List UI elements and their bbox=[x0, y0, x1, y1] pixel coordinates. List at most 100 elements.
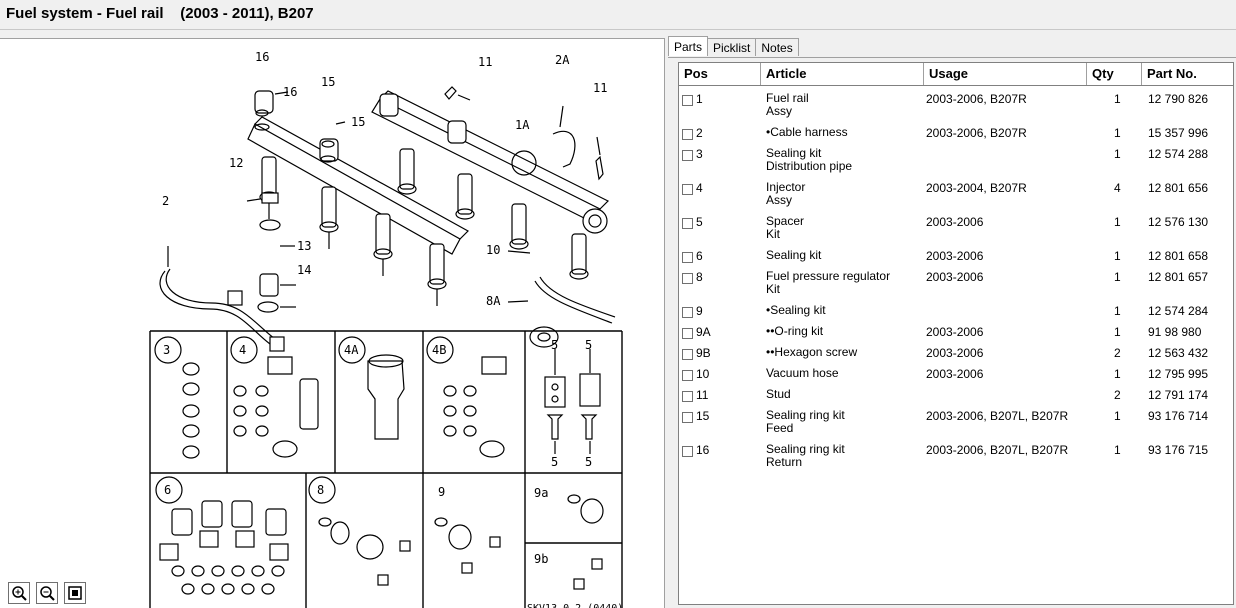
cell-part-no: 93 176 715 bbox=[1148, 443, 1209, 457]
column-pos[interactable]: Pos bbox=[679, 63, 761, 85]
cell-qty: 1 bbox=[1114, 443, 1121, 457]
callout-1a: 1A bbox=[515, 118, 530, 132]
article-line1: Sealing kit bbox=[766, 248, 822, 262]
row-checkbox[interactable] bbox=[682, 184, 693, 195]
cell-article: •Cable harness bbox=[766, 126, 848, 139]
row-checkbox[interactable] bbox=[682, 307, 693, 318]
row-checkbox[interactable] bbox=[682, 252, 693, 263]
column-qty[interactable]: Qty bbox=[1087, 63, 1142, 85]
cell-article: •Sealing kit bbox=[766, 304, 826, 317]
tab-parts[interactable]: Parts bbox=[668, 36, 709, 56]
cell-part-no: 12 563 432 bbox=[1148, 346, 1209, 360]
cell-usage: 2003-2006 bbox=[926, 215, 984, 229]
callout-15b: 15 bbox=[351, 115, 365, 129]
title-bar: Fuel system - Fuel rail (2003 - 2011), B… bbox=[0, 0, 1236, 30]
panel-label-4a: 4A bbox=[344, 343, 359, 357]
column-article[interactable]: Article bbox=[761, 63, 924, 85]
row-checkbox[interactable] bbox=[682, 370, 693, 381]
cell-qty: 1 bbox=[1114, 409, 1121, 423]
cell-part-no: 12 801 657 bbox=[1148, 270, 1209, 284]
zoom-out-icon bbox=[40, 586, 55, 601]
article-line1: Sealing kit bbox=[766, 146, 822, 160]
callout-11a: 11 bbox=[478, 55, 492, 69]
article-line2: Kit bbox=[766, 227, 781, 241]
cell-qty: 1 bbox=[1114, 367, 1121, 381]
diagram-pane[interactable]: 16 16 15 15 11 2A 11 1A 12 2 13 14 10 8A… bbox=[0, 38, 665, 608]
row-checkbox[interactable] bbox=[682, 129, 693, 140]
cell-qty: 2 bbox=[1114, 346, 1121, 360]
article-line2: Assy bbox=[766, 193, 793, 207]
row-checkbox[interactable] bbox=[682, 391, 693, 402]
panel-label-9a: 9a bbox=[534, 486, 548, 500]
panel-label-3: 3 bbox=[163, 343, 170, 357]
cell-article: ••O-ring kit bbox=[766, 325, 823, 338]
cell-pos: 5 bbox=[696, 215, 703, 229]
row-checkbox[interactable] bbox=[682, 150, 693, 161]
cell-usage: 2003-2004, B207R bbox=[926, 181, 1027, 195]
parts-table[interactable]: Pos Article Usage Qty Part No. 1 Fuel rai… bbox=[678, 62, 1234, 605]
article-line1: Fuel pressure regulator bbox=[766, 269, 891, 283]
cell-pos: 1 bbox=[696, 92, 703, 106]
cell-pos: 2 bbox=[696, 126, 703, 140]
article-line1: Sealing ring kit bbox=[766, 442, 845, 456]
panel-label-5b: 5 bbox=[585, 338, 592, 352]
row-checkbox[interactable] bbox=[682, 328, 693, 339]
callout-15a: 15 bbox=[321, 75, 335, 89]
cell-usage: 2003-2006 bbox=[926, 270, 984, 284]
cell-qty: 1 bbox=[1114, 325, 1121, 339]
row-checkbox[interactable] bbox=[682, 273, 693, 284]
cell-qty: 1 bbox=[1114, 270, 1121, 284]
cell-usage: 2003-2006, B207R bbox=[926, 126, 1027, 140]
tab-picklist[interactable]: Picklist bbox=[707, 38, 757, 56]
panel-label-9: 9 bbox=[438, 485, 445, 499]
cell-part-no: 12 574 288 bbox=[1148, 147, 1209, 161]
article-line1: ••Hexagon screw bbox=[766, 345, 858, 359]
zoom-out-button[interactable] bbox=[36, 582, 58, 604]
article-line1: ••O-ring kit bbox=[766, 324, 824, 338]
cell-part-no: 12 801 656 bbox=[1148, 181, 1209, 195]
article-line1: Fuel rail bbox=[766, 91, 809, 105]
article-line1: Injector bbox=[766, 180, 806, 194]
column-part-no[interactable]: Part No. bbox=[1147, 66, 1197, 81]
cell-pos: 9B bbox=[696, 346, 711, 360]
article-line2: Distribution pipe bbox=[766, 159, 853, 173]
panel-label-6: 6 bbox=[164, 483, 171, 497]
panel-label-9b: 9b bbox=[534, 552, 548, 566]
row-checkbox[interactable] bbox=[682, 412, 693, 423]
callout-16b: 16 bbox=[283, 85, 297, 99]
row-checkbox[interactable] bbox=[682, 446, 693, 457]
exploded-diagram: 16 16 15 15 11 2A 11 1A 12 2 13 14 10 8A… bbox=[149, 50, 623, 608]
callout-10: 10 bbox=[486, 243, 500, 257]
panel-label-4b: 4B bbox=[432, 343, 446, 357]
article-line1: •Sealing kit bbox=[766, 303, 826, 317]
column-usage[interactable]: Usage bbox=[924, 63, 1087, 85]
cell-pos: 6 bbox=[696, 249, 703, 263]
fit-button[interactable] bbox=[64, 582, 86, 604]
tab-notes[interactable]: Notes bbox=[755, 38, 799, 56]
cell-qty: 1 bbox=[1114, 304, 1121, 318]
row-checkbox[interactable] bbox=[682, 95, 693, 106]
row-checkbox[interactable] bbox=[682, 218, 693, 229]
cell-part-no: 93 176 714 bbox=[1148, 409, 1209, 423]
cell-qty: 1 bbox=[1114, 147, 1121, 161]
parts-pane: Pos Article Usage Qty Part No. 1 Fuel rai… bbox=[668, 57, 1236, 608]
callout-11b: 11 bbox=[593, 81, 607, 95]
cell-qty: 1 bbox=[1114, 249, 1121, 263]
row-checkbox[interactable] bbox=[682, 349, 693, 360]
article-line1: Spacer bbox=[766, 214, 805, 228]
zoom-in-button[interactable] bbox=[8, 582, 30, 604]
cell-article: Sealing kit bbox=[766, 249, 821, 262]
article-line1: •Cable harness bbox=[766, 125, 848, 139]
cell-pos: 16 bbox=[696, 443, 710, 457]
cell-article: Vacuum hose bbox=[766, 367, 839, 380]
cell-qty: 1 bbox=[1114, 215, 1121, 229]
cell-part-no: 12 574 284 bbox=[1148, 304, 1209, 318]
cell-qty: 1 bbox=[1114, 92, 1121, 106]
article-line2: Feed bbox=[766, 421, 794, 435]
